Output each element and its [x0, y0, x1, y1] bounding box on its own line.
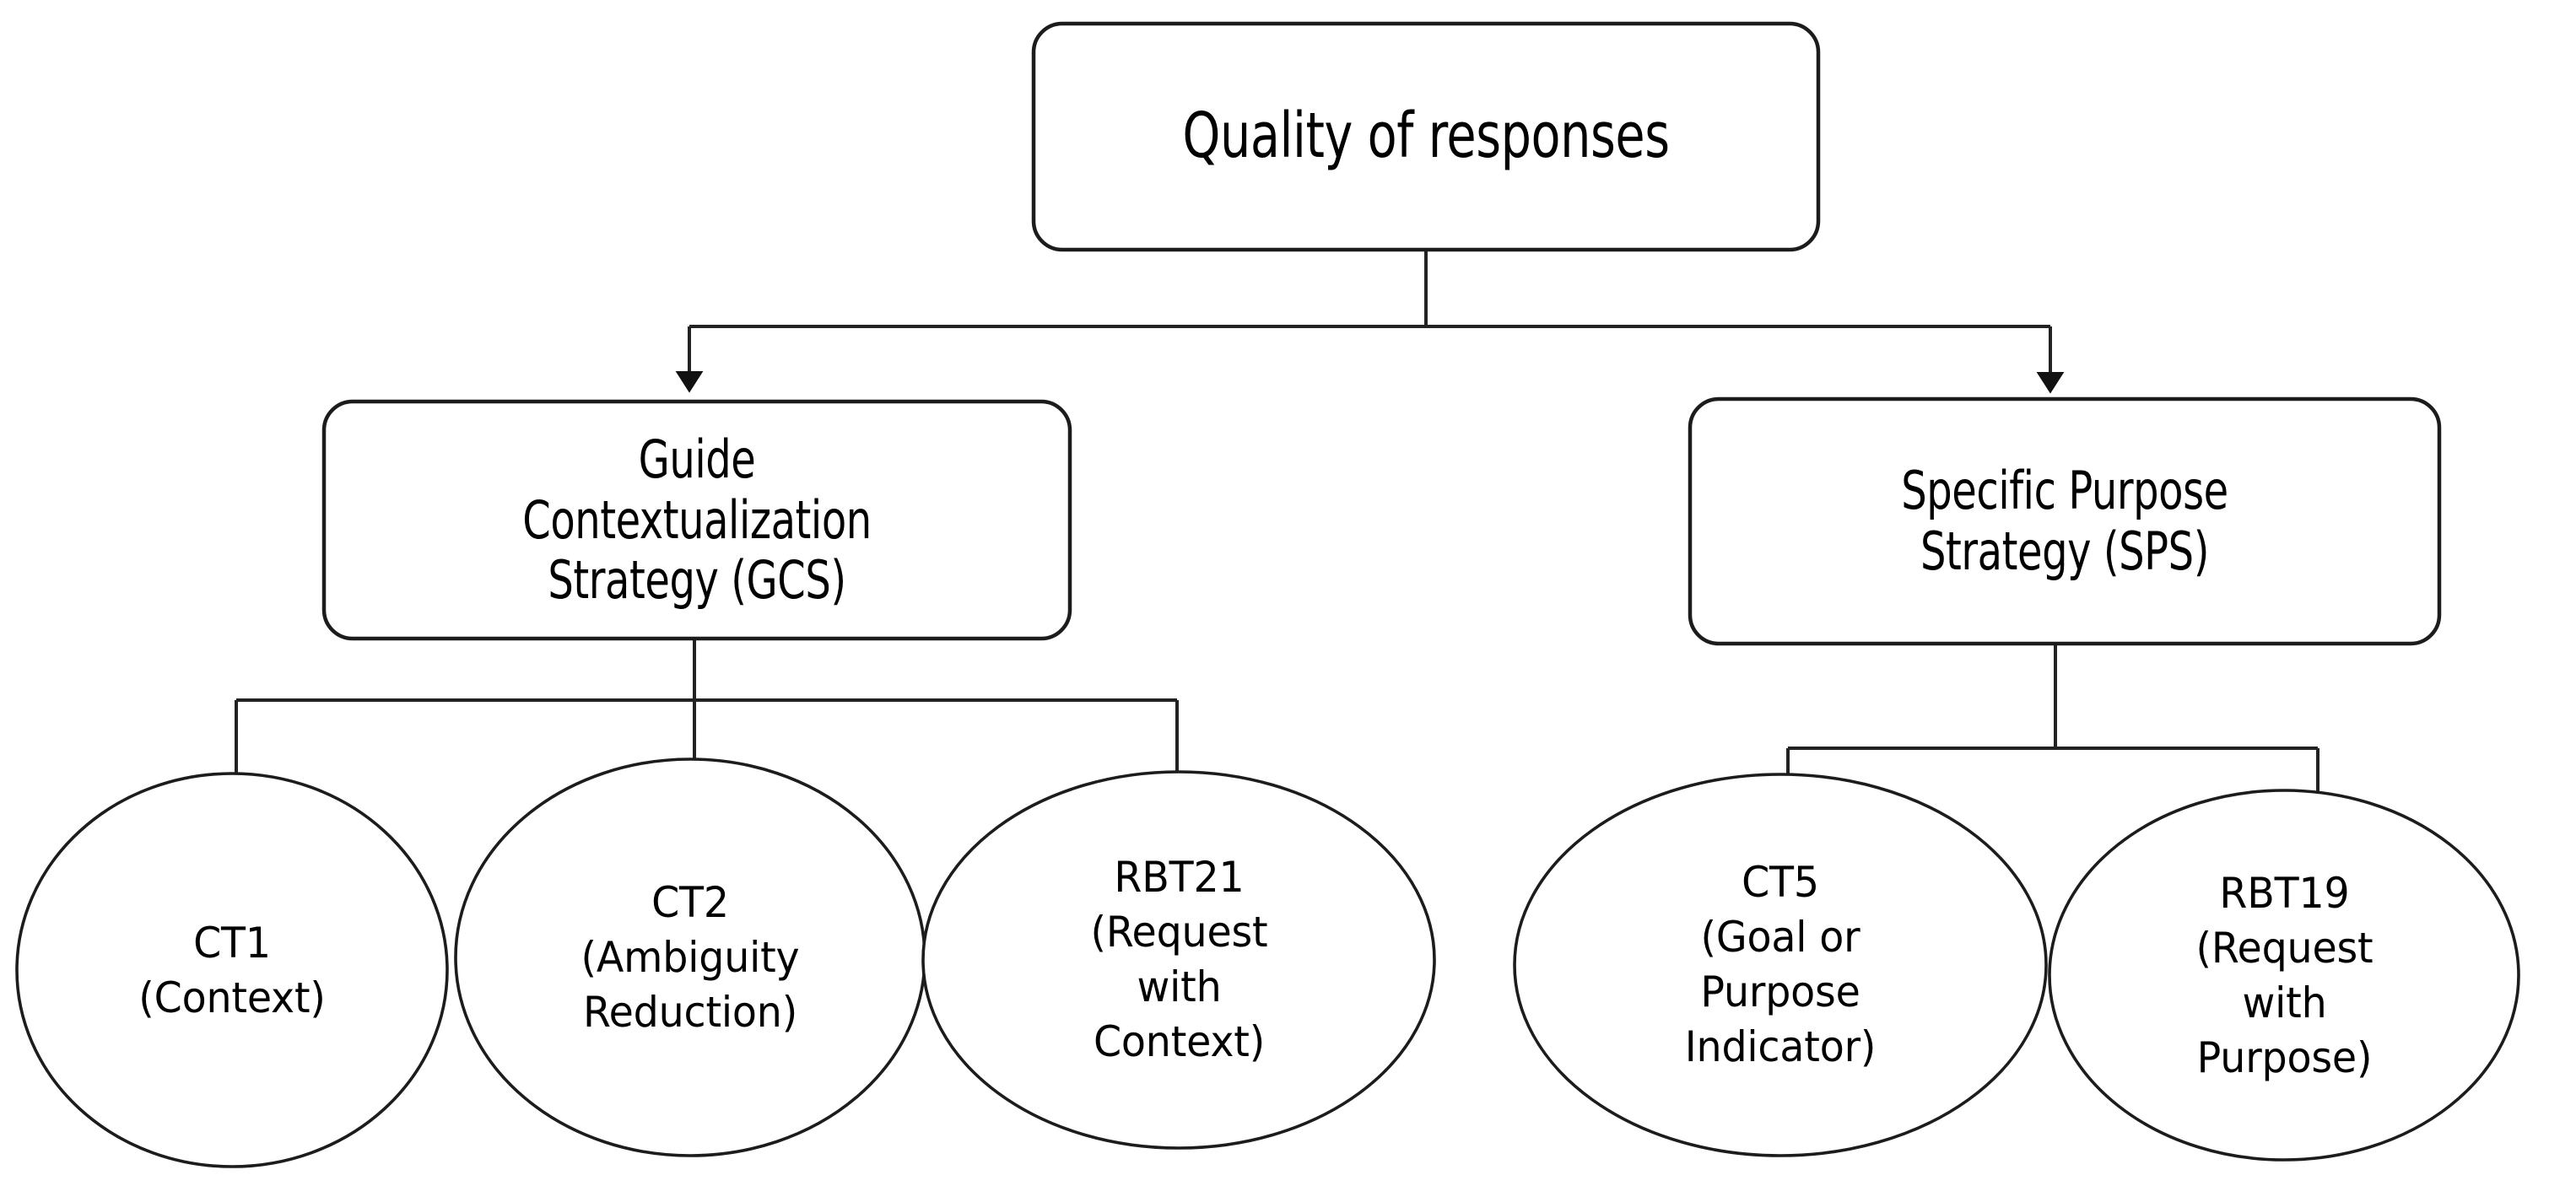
edge-root-to-sps: [1426, 325, 2065, 394]
node-shape-sps[interactable]: [1688, 396, 2442, 646]
node-shape-ct5[interactable]: [1513, 773, 2048, 1157]
edge-root-to-gcs: [675, 250, 1428, 393]
node-shape-rbt21[interactable]: [921, 770, 1436, 1150]
node-shape-gcs[interactable]: [321, 399, 1072, 641]
node-shape-ct2[interactable]: [454, 757, 926, 1157]
node-shape-rbt19[interactable]: [2048, 789, 2520, 1162]
node-shape-ct1[interactable]: [15, 772, 449, 1168]
node-shape-root[interactable]: [1031, 21, 1821, 252]
